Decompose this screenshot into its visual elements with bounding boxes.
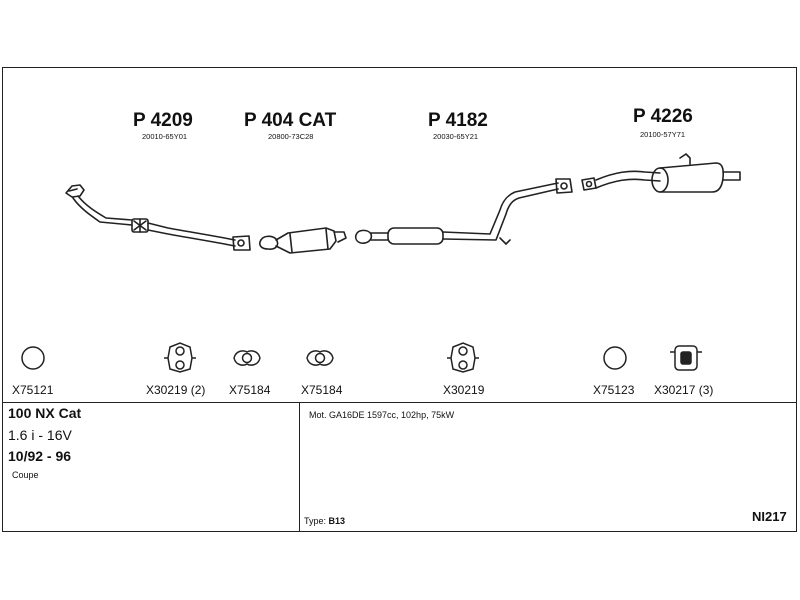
oem-number-rear-silencer: 20100-57Y71 (640, 130, 686, 139)
fitting-code: X75121 (12, 383, 54, 397)
divider-horizontal (2, 402, 797, 403)
fitting-code: X30219 (2) (146, 383, 206, 397)
divider-vertical (299, 402, 300, 532)
part-number-middle-silencer: P 4182 (428, 110, 488, 131)
vehicle-body: Coupe (12, 470, 39, 480)
oem-number-front-pipe: 20010-65Y01 (142, 132, 188, 141)
vehicle-model: 100 NX Cat (8, 405, 82, 421)
diagram-code: NI217 (752, 509, 787, 524)
fitting-code: X30217 (3) (654, 383, 714, 397)
ring-icon (603, 346, 627, 370)
vehicle-engine: 1.6 i - 16V (8, 427, 72, 443)
fitting-code: X75123 (593, 383, 635, 397)
fitting-code: X75184 (301, 383, 343, 397)
rubber-hanger-icon (447, 342, 479, 373)
rubber-hanger-icon (164, 342, 196, 373)
part-number-rear-silencer: P 4226 (633, 106, 693, 127)
rubber-mount-icon (670, 345, 702, 371)
oem-number-catalyst: 20800-73C28 (268, 132, 314, 141)
front-pipe-drawing (65, 184, 251, 251)
flange-gasket-icon (306, 350, 334, 366)
type-value: B13 (328, 516, 346, 526)
vehicle-years: 10/92 - 96 (8, 448, 72, 464)
rear-silencer-drawing (581, 153, 741, 193)
type-label: Type: B13 (304, 516, 345, 526)
catalyst-drawing (259, 227, 347, 254)
diagram-frame (2, 67, 797, 532)
ring-icon (21, 346, 45, 370)
fitting-code: X30219 (443, 383, 485, 397)
flange-gasket-icon (233, 350, 261, 366)
middle-pipe-drawing (354, 178, 573, 245)
fitting-code: X75184 (229, 383, 271, 397)
oem-number-middle-silencer: 20030-65Y21 (433, 132, 479, 141)
type-label-text: Type: (304, 516, 327, 526)
part-number-front-pipe: P 4209 (133, 110, 193, 131)
part-number-catalyst: P 404 CAT (244, 110, 337, 131)
engine-info: Mot. GA16DE 1597cc, 102hp, 75kW (309, 410, 455, 420)
